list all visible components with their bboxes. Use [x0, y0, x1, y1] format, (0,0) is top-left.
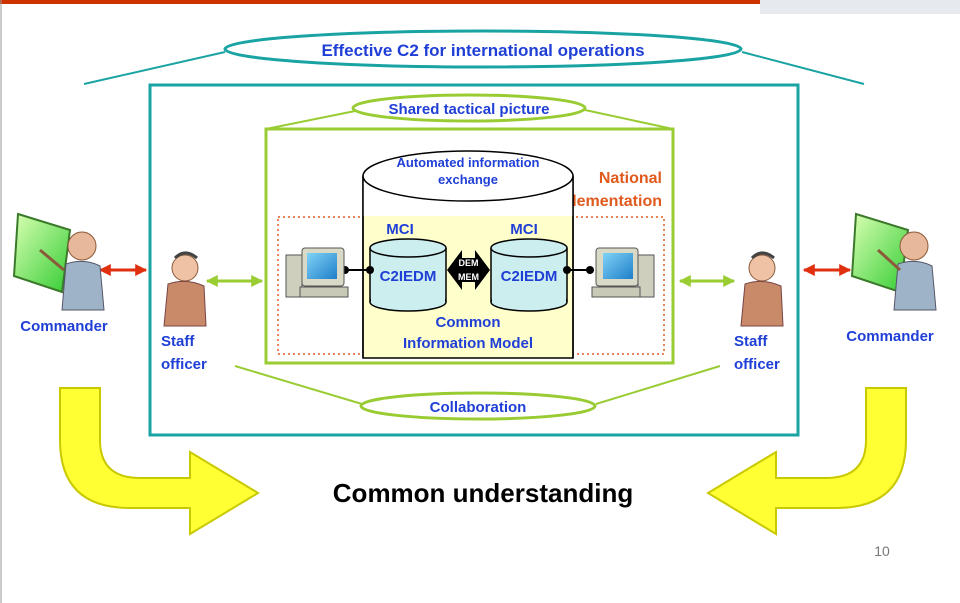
exchange-label-line2: exchange — [438, 172, 498, 187]
staff-left-label-line1: Staff — [161, 333, 195, 350]
understanding-arrow-left — [59, 387, 260, 536]
outer-ellipse: Effective C2 for international operation… — [223, 29, 743, 69]
staff-officer-right-icon — [740, 251, 784, 327]
mci-right-label: MCI — [510, 221, 538, 238]
commander-right-label: Commander — [846, 328, 934, 345]
understanding-arrow-right — [706, 387, 907, 536]
c2iedm-right-cylinder: C2IEDM — [490, 238, 568, 312]
inner-ellipse-label: Shared tactical picture — [389, 101, 550, 118]
outer-funnel-left — [83, 51, 226, 85]
computer-right-icon — [591, 247, 655, 298]
collaboration-ellipse: Collaboration — [359, 391, 597, 421]
header-fade — [760, 0, 960, 14]
exchange-label-line1: Automated information — [397, 155, 540, 170]
inner-ellipse: Shared tactical picture — [351, 93, 587, 123]
commander-left-label: Commander — [20, 318, 108, 335]
collaboration-label: Collaboration — [430, 399, 527, 416]
inner-funnel-right — [584, 109, 674, 130]
mci-left-label: MCI — [386, 221, 414, 238]
connector-right-dot — [563, 266, 571, 274]
dem-mem-arrow: DEM MEM — [447, 250, 490, 290]
outer-funnel-right — [741, 51, 865, 85]
national-label-line1: National — [599, 170, 662, 187]
computer-left-icon — [285, 247, 349, 298]
commander-right-icon — [850, 212, 937, 311]
operations-frame — [148, 83, 800, 437]
c2iedm-right-label: C2IEDM — [501, 268, 558, 285]
c2iedm-left-label: C2IEDM — [380, 268, 437, 285]
staff-right-label-line1: Staff — [734, 333, 768, 350]
collab-line-left — [234, 365, 363, 405]
dem-label: DEM — [459, 258, 479, 268]
common-understanding-label: Common understanding — [333, 478, 633, 508]
top-rule — [0, 0, 960, 4]
connector-left-dot2 — [366, 266, 374, 274]
connector-right-dot2 — [586, 266, 594, 274]
common-model-line2: Information Model — [403, 335, 533, 352]
page-number: 10 — [874, 543, 890, 559]
c2iedm-left-cylinder: C2IEDM — [369, 238, 447, 312]
staff-right-label-line2: officer — [734, 356, 780, 373]
tactical-picture-frame — [264, 127, 675, 365]
common-model-line1: Common — [436, 314, 501, 331]
mem-label: MEM — [458, 272, 479, 282]
staff-officer-left-icon — [163, 251, 207, 327]
collab-line-right — [595, 365, 721, 405]
commander-left-icon — [12, 212, 105, 311]
outer-ellipse-label: Effective C2 for international operation… — [321, 41, 644, 60]
inner-funnel-left — [265, 109, 361, 130]
staff-left-label-line2: officer — [161, 356, 207, 373]
